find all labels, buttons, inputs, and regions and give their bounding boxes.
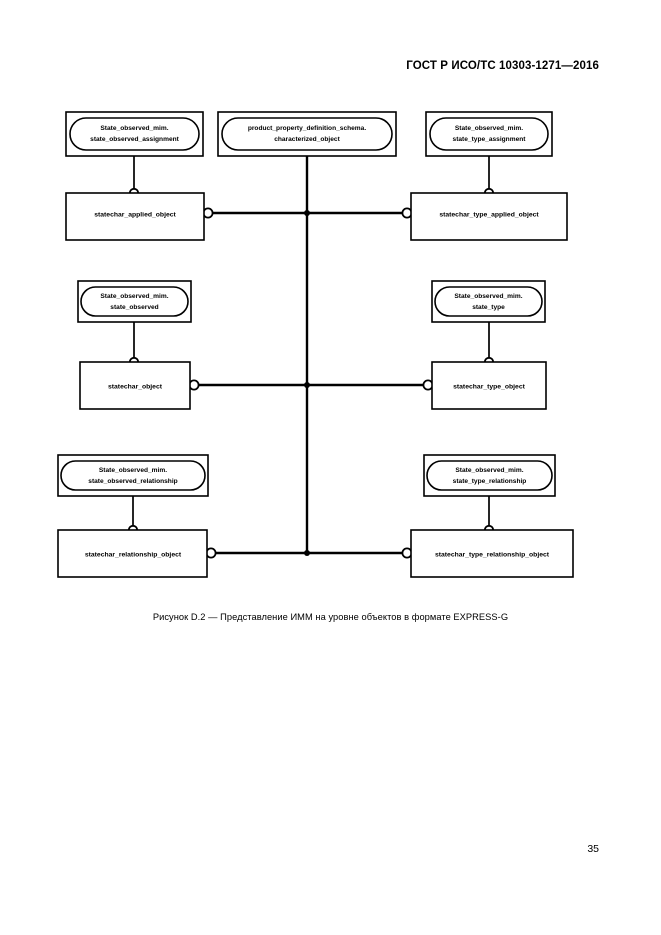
object-label: statechar_type_object: [453, 384, 526, 391]
page-number: 35: [587, 843, 599, 855]
object-node-statechar-type-applied-object[interactable]: statechar_type_applied_object: [410, 192, 568, 241]
entity-label-line1: State_observed_mim.: [454, 293, 522, 300]
object-node-statechar-object[interactable]: statechar_object: [79, 361, 191, 410]
trunk-junction-bottom: [304, 550, 310, 556]
object-node-statechar-type-relationship-object[interactable]: statechar_type_relationship_object: [410, 529, 574, 578]
entity-node-state-observed-assignment[interactable]: State_observed_mim. state_observed_assig…: [65, 111, 204, 157]
object-node-statechar-relationship-object[interactable]: statechar_relationship_object: [57, 529, 208, 578]
entity-label-line2: characterized_object: [274, 136, 340, 143]
object-label: statechar_type_applied_object: [439, 212, 539, 219]
entity-node-state-type[interactable]: State_observed_mim. state_type: [431, 280, 546, 323]
object-node-statechar-type-object[interactable]: statechar_type_object: [431, 361, 547, 410]
entity-label-line2: state_type_assignment: [453, 136, 527, 143]
document-header: ГОСТ Р ИСО/ТС 10303-1271—2016: [406, 60, 599, 72]
entity-label-line2: state_observed_assignment: [90, 136, 179, 143]
entity-label-line1: State_observed_mim.: [99, 467, 167, 474]
entity-nodes: State_observed_mim. state_observed_assig…: [57, 111, 556, 497]
object-label: statechar_relationship_object: [85, 552, 182, 559]
entity-label-line2: state_observed: [110, 304, 158, 311]
entity-label-line2: state_type_relationship: [453, 478, 527, 485]
entity-label-line1: State_observed_mim.: [100, 293, 168, 300]
entity-label-line2: state_type: [472, 304, 505, 311]
entity-label-line1: State_observed_mim.: [100, 125, 168, 132]
entity-label-line2: state_observed_relationship: [88, 478, 177, 485]
entity-node-state-type-assignment[interactable]: State_observed_mim. state_type_assignmen…: [425, 111, 553, 157]
entity-node-state-type-relationship[interactable]: State_observed_mim. state_type_relations…: [423, 454, 556, 497]
object-label: statechar_type_relationship_object: [435, 552, 550, 559]
object-nodes: statechar_applied_object statechar_type_…: [57, 192, 574, 578]
trunk-junction-middle: [304, 382, 310, 388]
entity-node-state-observed-relationship[interactable]: State_observed_mim. state_observed_relat…: [57, 454, 209, 497]
trunk-junction-top: [304, 210, 310, 216]
figure-caption: Рисунок D.2 — Представление ИММ на уровн…: [152, 612, 509, 622]
entity-node-state-observed[interactable]: State_observed_mim. state_observed: [77, 280, 192, 323]
entity-node-characterized-object[interactable]: product_property_definition_schema. char…: [217, 111, 397, 157]
object-node-statechar-applied-object[interactable]: statechar_applied_object: [65, 192, 205, 241]
entity-label-line1: State_observed_mim.: [455, 125, 523, 132]
entity-label-line1: State_observed_mim.: [455, 467, 523, 474]
object-label: statechar_object: [108, 384, 163, 391]
object-label: statechar_applied_object: [94, 212, 176, 219]
entity-label-line1: product_property_definition_schema.: [248, 125, 367, 132]
